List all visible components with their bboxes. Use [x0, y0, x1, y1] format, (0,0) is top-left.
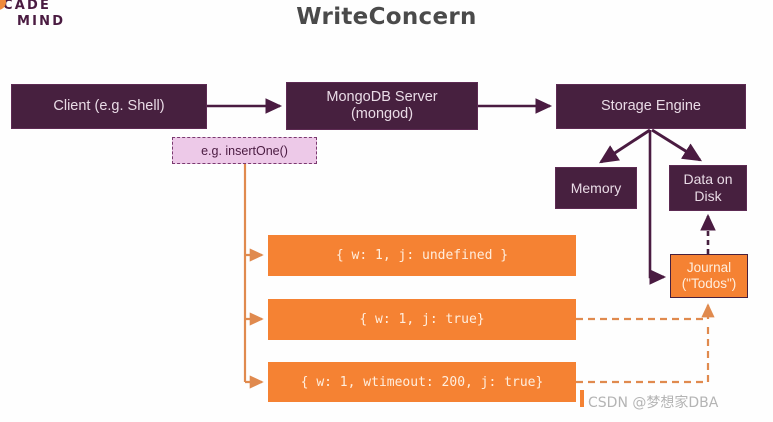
node-storage-engine: Storage Engine: [556, 84, 746, 129]
academind-swoosh-icon: [0, 0, 6, 10]
node-memory: Memory: [555, 167, 637, 209]
write-concern-option: { w: 1, j: true}: [268, 299, 576, 340]
node-client: Client (e.g. Shell): [11, 84, 207, 129]
node-journal: Journal ("Todos"): [670, 254, 748, 298]
node-mongodb-server: MongoDB Server (mongod): [286, 82, 478, 130]
node-journal-line-1: Journal: [686, 260, 732, 275]
callout-operation: e.g. insertOne(): [172, 137, 317, 164]
logo-line-2: MIND: [17, 14, 66, 29]
arrow-storage-to-journal: [648, 130, 667, 285]
write-concern-option: { w: 1, j: undefined }: [268, 235, 576, 276]
page-title: WriteConcern: [296, 4, 477, 30]
node-mongodb-server-line-1: MongoDB Server: [326, 89, 438, 105]
logo-line-1: CADE: [3, 0, 52, 13]
academind-logo: CADE MIND: [0, 0, 80, 38]
dashed-link-option3-to-journal: [576, 324, 710, 384]
arrow-storage-to-disk: [651, 128, 703, 162]
watermark-text: CSDN @梦想家DBA: [588, 395, 719, 411]
write-concern-option: { w: 1, wtimeout: 200, j: true}: [268, 362, 576, 402]
node-mongodb-server-line-2: (mongod): [350, 106, 414, 122]
node-data-on-disk-line-2: Disk: [694, 188, 722, 204]
arrow-storage-to-memory: [598, 128, 651, 164]
node-journal-line-2: ("Todos"): [681, 276, 737, 291]
node-data-on-disk: Data on Disk: [669, 165, 747, 211]
dashed-link-option2-to-journal: [576, 303, 715, 321]
watermark-accent-bar: [580, 390, 584, 407]
node-data-on-disk-line-1: Data on: [683, 171, 733, 187]
branch-insertone-to-options: [243, 164, 264, 389]
